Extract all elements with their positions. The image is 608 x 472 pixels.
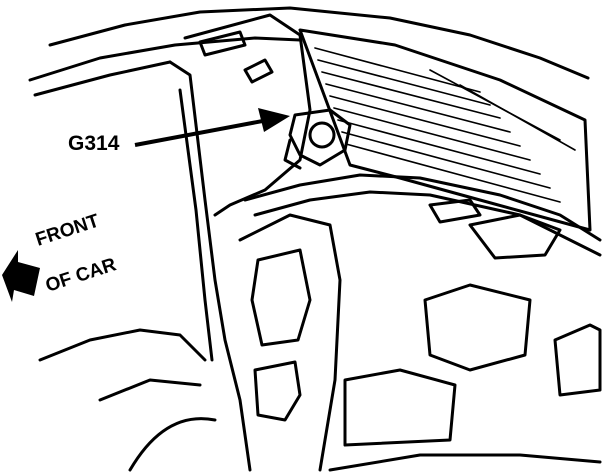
roof-panel-outline bbox=[48, 6, 590, 80]
pillar-panel-hole bbox=[243, 58, 274, 84]
panel-cutout-lower bbox=[253, 360, 302, 422]
direction-label-line1: FRONT bbox=[33, 210, 102, 250]
deck-speaker-opening bbox=[468, 213, 562, 260]
callout-arrow bbox=[134, 108, 290, 147]
c-pillar-outer bbox=[168, 60, 252, 472]
rear-window-hatching bbox=[314, 47, 576, 203]
roof-inner-edge bbox=[28, 36, 302, 82]
deck-recess bbox=[428, 198, 482, 224]
trunk-cutout-2 bbox=[553, 323, 602, 397]
inner-quarter-panel bbox=[238, 213, 342, 472]
rear-deck-edge bbox=[253, 190, 602, 257]
wheelhouse-arc bbox=[128, 417, 217, 472]
ground-callout-label: G314 bbox=[68, 132, 120, 155]
lower-body-curve bbox=[38, 328, 207, 362]
trunk-cutout-1 bbox=[423, 283, 532, 372]
ground-bolt bbox=[308, 121, 336, 149]
ground-bracket bbox=[288, 108, 352, 167]
c-pillar-inner bbox=[178, 88, 214, 362]
direction-label-line2: OF CAR bbox=[43, 254, 119, 297]
pillar-panel bbox=[183, 13, 312, 217]
rear-window-frame bbox=[298, 28, 592, 232]
rear-deck-outline bbox=[243, 173, 602, 242]
direction-arrow-icon bbox=[2, 250, 40, 302]
lower-body-curve-2 bbox=[98, 378, 202, 402]
floor-edge bbox=[328, 453, 602, 472]
pillar-panel-slot bbox=[198, 30, 247, 57]
panel-cutout-upper bbox=[250, 248, 312, 347]
ground-wire bbox=[283, 138, 302, 170]
roof-rail bbox=[33, 60, 172, 97]
lower-panel bbox=[343, 368, 457, 447]
